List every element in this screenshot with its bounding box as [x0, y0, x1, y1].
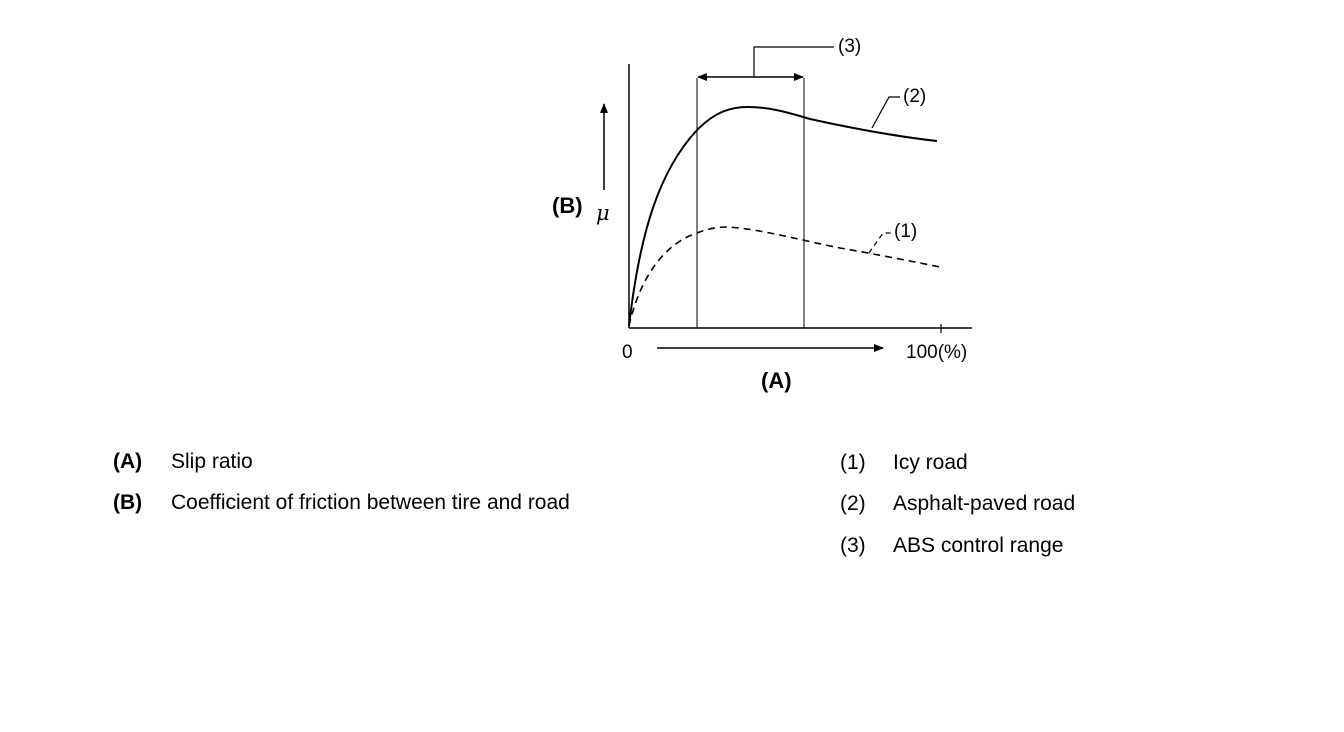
- x-tick-hundred: 100(%): [906, 342, 968, 363]
- asphalt-road-curve: [628, 105, 938, 327]
- x-tick-zero: 0: [622, 342, 633, 363]
- callout-3-leader: [753, 46, 834, 77]
- legend-key-a: (A): [113, 450, 143, 473]
- legend-key-3: (3): [840, 534, 866, 557]
- legend-key-1: (1): [840, 451, 866, 474]
- callout-2-label: (2): [903, 86, 927, 107]
- callout-3-label: (3): [838, 36, 862, 57]
- legend-text-abs-range: ABS control range: [893, 534, 1064, 557]
- callout-1-label: (1): [894, 221, 918, 242]
- mu-symbol: μ: [596, 201, 610, 225]
- callout-2-leader: [871, 96, 900, 129]
- icy-road-curve: [628, 226, 941, 327]
- y-axis-label: (B): [552, 193, 583, 218]
- callout-1-leader: [868, 232, 893, 254]
- legend-text-asphalt-road: Asphalt-paved road: [893, 492, 1076, 515]
- legend-key-b: (B): [113, 491, 143, 514]
- legend-text-slip-ratio: Slip ratio: [171, 450, 253, 473]
- x-axis-label: (A): [761, 368, 792, 393]
- legend-key-2: (2): [840, 492, 866, 515]
- legend-text-friction: Coefficient of friction between tire and…: [171, 491, 570, 514]
- legend-text-icy-road: Icy road: [893, 451, 968, 474]
